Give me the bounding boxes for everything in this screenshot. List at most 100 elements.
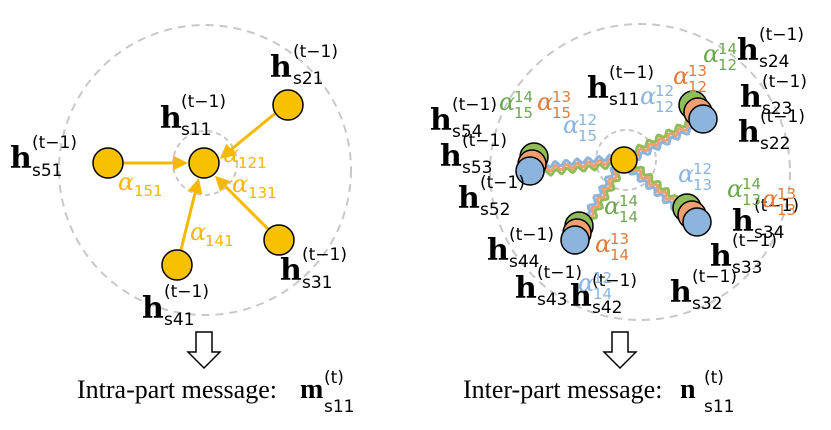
svg-text:h: h <box>280 253 302 288</box>
svg-text:12: 12 <box>578 111 597 129</box>
svg-text:(t−1): (t−1) <box>537 263 582 283</box>
svg-text:s32: s32 <box>692 294 723 314</box>
svg-text:s54: s54 <box>452 122 483 142</box>
svg-text:h: h <box>587 71 609 106</box>
label-h-s11-left: h (t−1) s11 <box>160 92 226 140</box>
svg-text:s11: s11 <box>704 397 735 417</box>
svg-text:h: h <box>142 291 164 326</box>
svg-text:s11: s11 <box>324 397 355 417</box>
svg-text:151: 151 <box>134 182 163 200</box>
svg-text:Inter-part message:: Inter-part message: <box>463 375 662 404</box>
svg-text:12: 12 <box>655 82 674 100</box>
svg-text:s33: s33 <box>732 258 763 278</box>
svg-text:(t−1): (t−1) <box>293 42 338 62</box>
label-h-s31: h (t−1) s31 <box>280 245 347 293</box>
svg-text:α: α <box>727 175 743 203</box>
svg-text:13: 13 <box>777 185 796 203</box>
svg-text:s53: s53 <box>462 158 493 178</box>
label-h-s32: h (t−1) s32 <box>670 267 737 314</box>
svg-text:12: 12 <box>593 269 612 287</box>
label-h-s11-right: h (t−1) s11 <box>587 63 654 110</box>
label-h-s51: h (t−1) s51 <box>10 133 77 181</box>
svg-text:14: 14 <box>514 88 533 106</box>
edge-s41 <box>176 178 203 263</box>
svg-text:(t−1): (t−1) <box>32 133 77 153</box>
svg-text:α: α <box>223 140 239 168</box>
svg-text:12: 12 <box>688 78 707 96</box>
svg-text:α: α <box>232 170 248 198</box>
svg-text:s44: s44 <box>509 252 540 272</box>
svg-text:α: α <box>595 230 611 258</box>
group-5-node-blue <box>515 156 545 186</box>
svg-text:s43: s43 <box>537 290 568 310</box>
label-h-s43: h (t−1) s43 <box>515 263 582 310</box>
svg-text:14: 14 <box>593 285 612 303</box>
caption-inter: Inter-part message: n (t) s11 <box>463 368 735 417</box>
svg-text:(t−1): (t−1) <box>452 95 497 115</box>
svg-text:h: h <box>430 103 452 138</box>
down-arrow-right <box>602 331 638 370</box>
group-4-node-blue <box>560 225 590 255</box>
label-h-s22: h (t−1) s22 <box>738 107 805 154</box>
svg-text:13: 13 <box>777 201 796 219</box>
svg-text:α: α <box>499 88 515 116</box>
svg-text:h: h <box>738 115 760 150</box>
svg-text:α: α <box>118 168 134 196</box>
svg-text:s21: s21 <box>293 69 324 89</box>
svg-text:s52: s52 <box>480 200 511 220</box>
svg-text:141: 141 <box>205 232 234 250</box>
svg-text:s41: s41 <box>164 310 195 330</box>
svg-text:(t−1): (t−1) <box>509 225 554 245</box>
svg-text:α: α <box>640 82 656 110</box>
label-h-s24: h (t−1) s24 <box>737 25 804 72</box>
label-h-s34: h (t−1) s34 <box>732 196 799 243</box>
node-s41 <box>161 249 193 281</box>
svg-text:(t−1): (t−1) <box>164 282 209 302</box>
node-s51 <box>92 147 124 179</box>
group-2-edge-orange <box>623 117 705 163</box>
down-arrow-left <box>186 331 222 370</box>
svg-text:(t−1): (t−1) <box>181 92 226 112</box>
node-s21 <box>272 89 304 121</box>
svg-text:s24: s24 <box>759 52 790 72</box>
svg-text:13: 13 <box>688 62 707 80</box>
svg-text:14: 14 <box>610 246 629 264</box>
svg-text:α: α <box>604 192 620 220</box>
svg-text:s31: s31 <box>302 273 333 293</box>
svg-text:s11: s11 <box>609 90 640 110</box>
svg-text:α: α <box>563 111 579 139</box>
svg-text:h: h <box>458 181 480 216</box>
caption-intra: Intra-part message: m (t) s11 <box>77 368 355 417</box>
label-h-s42: h (t−1) s42 <box>570 271 637 318</box>
svg-text:s22: s22 <box>760 134 791 154</box>
svg-text:13: 13 <box>742 191 761 209</box>
svg-text:(t−1): (t−1) <box>754 196 799 216</box>
svg-text:h: h <box>732 204 754 239</box>
svg-text:(t): (t) <box>324 368 344 388</box>
edge-s31 <box>214 175 278 239</box>
center-node-s11-right <box>610 146 638 174</box>
svg-text:(t−1): (t−1) <box>762 72 807 92</box>
svg-text:h: h <box>740 80 762 115</box>
svg-text:(t−1): (t−1) <box>732 231 777 251</box>
svg-text:h: h <box>737 33 759 68</box>
svg-text:(t−1): (t−1) <box>692 267 737 287</box>
svg-text:α: α <box>578 269 594 297</box>
svg-text:(t−1): (t−1) <box>760 107 805 127</box>
node-s31 <box>263 224 295 256</box>
edge-s21 <box>219 105 284 159</box>
svg-text:α: α <box>537 88 553 116</box>
svg-text:s23: s23 <box>762 99 793 119</box>
svg-text:m: m <box>300 374 323 405</box>
svg-text:h: h <box>487 233 509 268</box>
svg-text:h: h <box>570 279 592 314</box>
